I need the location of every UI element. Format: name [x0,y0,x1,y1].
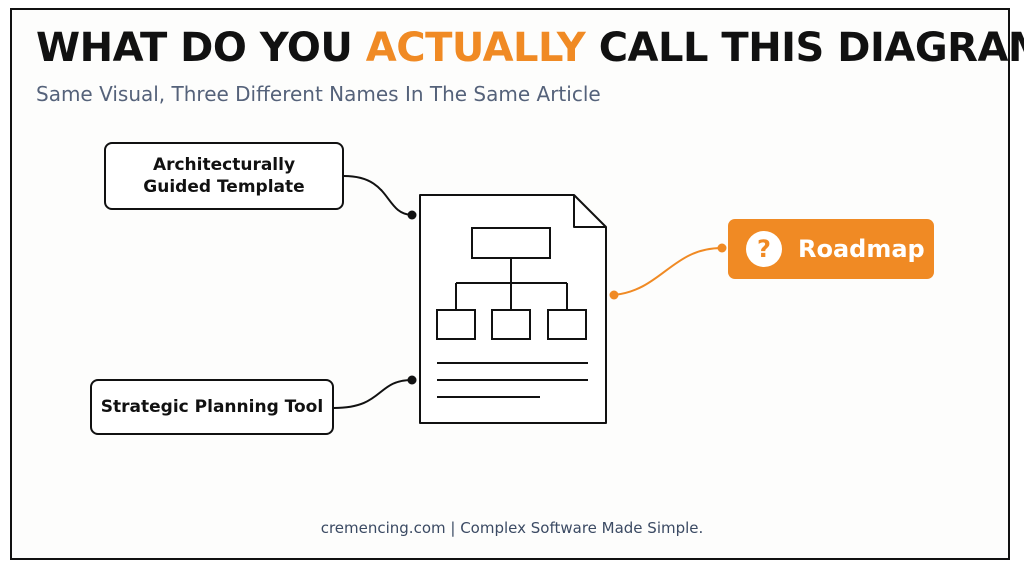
connector-dot-strategic [407,375,417,385]
connector-architectural [343,175,413,216]
title-part-1: WHAT DO YOU [36,25,366,71]
document-text-lines [437,362,588,398]
connector-strategic [333,379,413,409]
title-part-2: CALL THIS DIAGRAM? [585,25,1024,71]
label-architectural-text: Architecturally Guided Template [143,155,305,197]
page-title: WHAT DO YOU ACTUALLY CALL THIS DIAGRAM? [36,22,1024,74]
label-architecturally-guided-template: Architecturally Guided Template [104,142,344,210]
connector-dot-architectural [407,210,417,220]
question-mark-icon: ? [746,231,782,267]
label-roadmap: ? Roadmap [728,219,934,279]
label-strategic-planning-tool: Strategic Planning Tool [90,379,334,435]
connector-dot-roadmap-end [717,243,727,253]
connector-roadmap [613,247,723,296]
footer-credit: cremencing.com | Complex Software Made S… [320,519,704,537]
title-accent-word: ACTUALLY [365,25,586,71]
connector-dot-roadmap-start [609,290,619,300]
org-chart-icon [436,227,587,340]
page-subtitle: Same Visual, Three Different Names In Th… [36,82,601,106]
label-roadmap-text: Roadmap [798,235,925,263]
label-strategic-text: Strategic Planning Tool [100,397,324,417]
